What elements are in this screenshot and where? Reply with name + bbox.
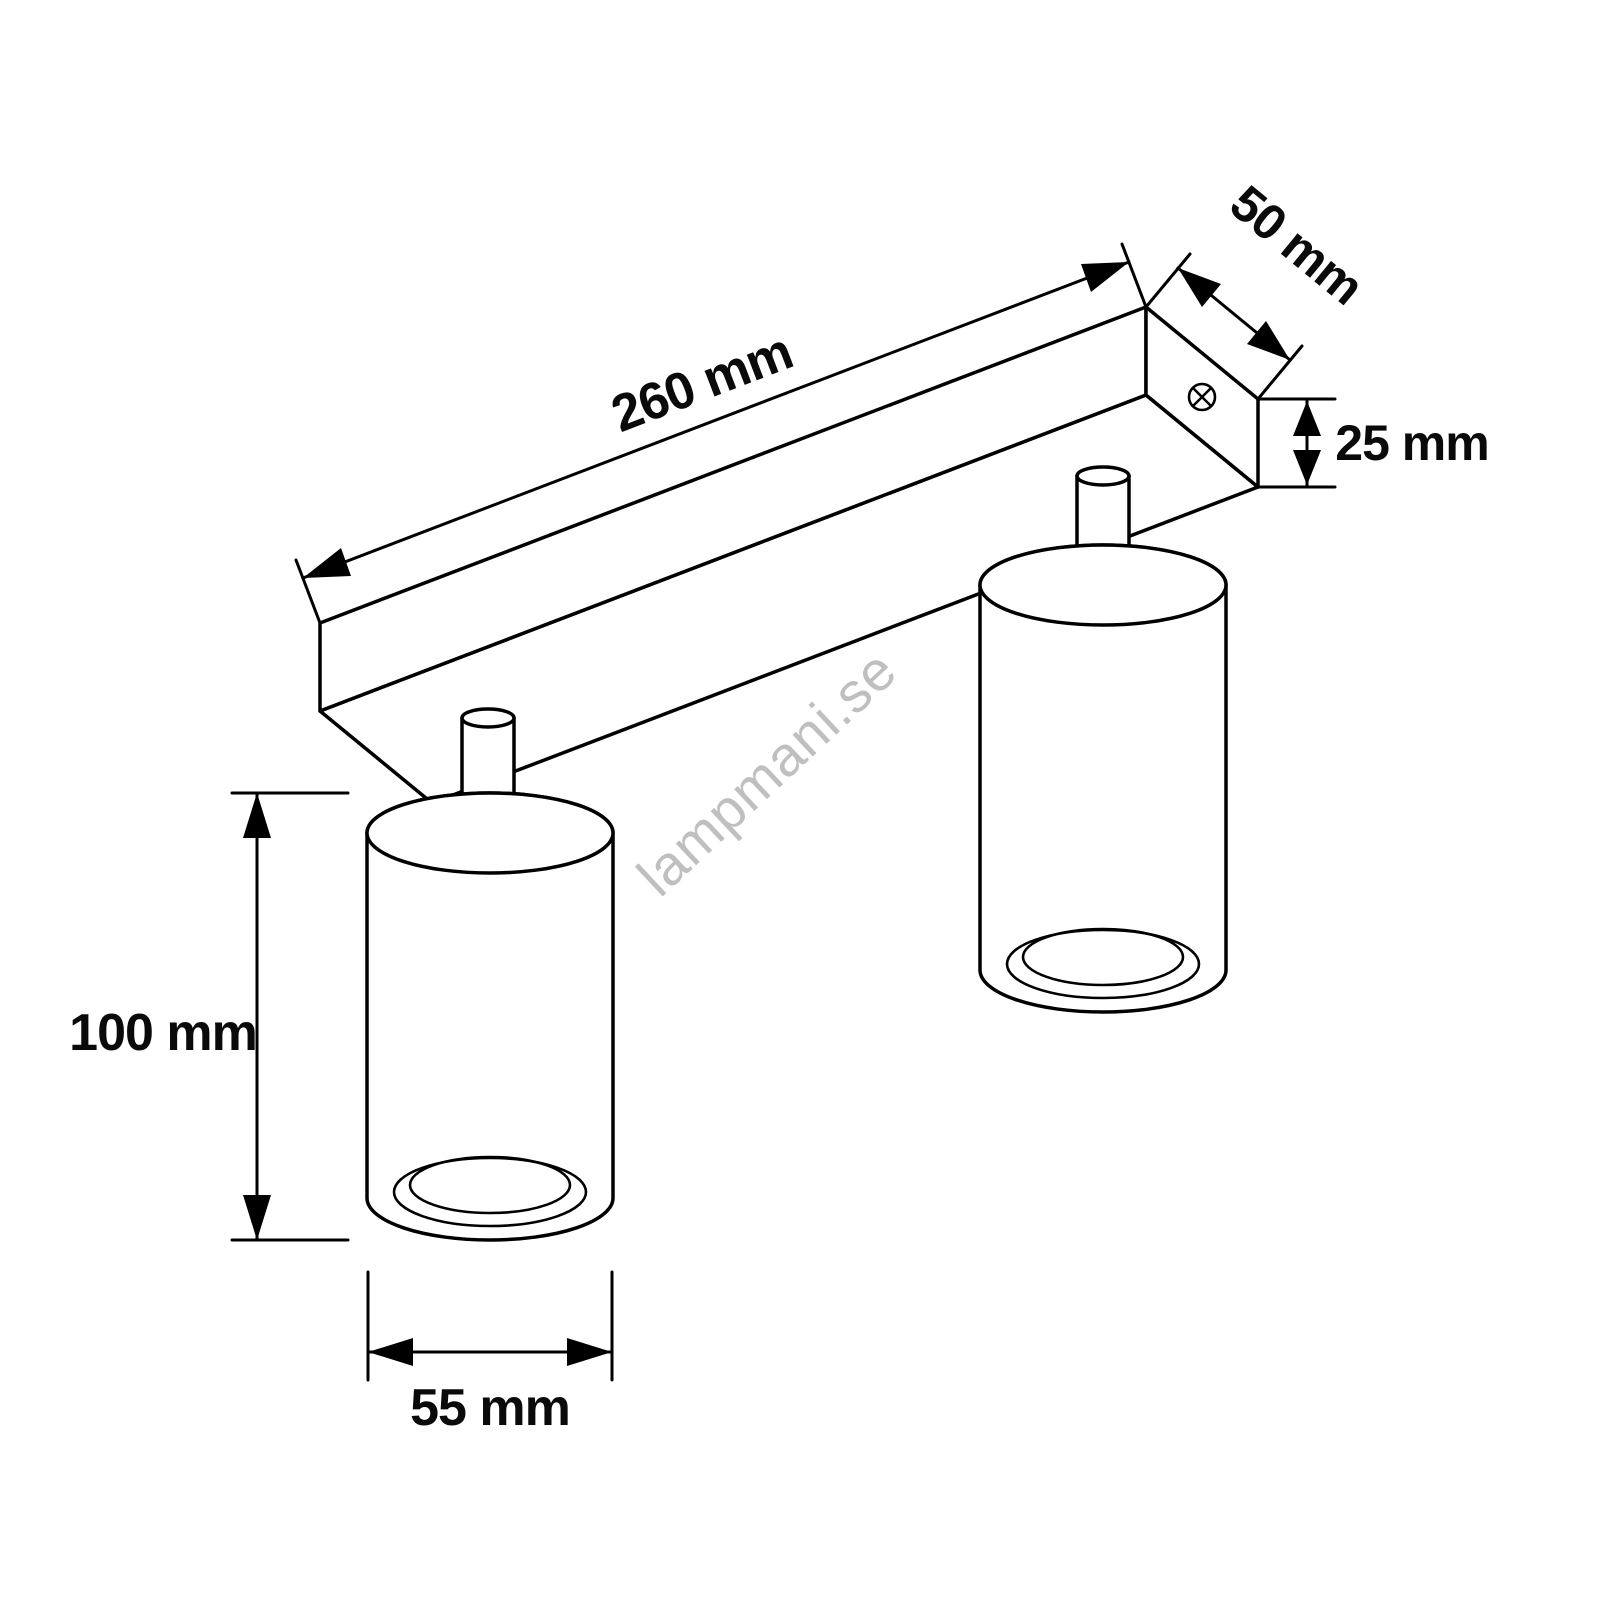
bar-depth-label: 50 mm xyxy=(1220,174,1374,315)
arrowhead xyxy=(1293,401,1321,436)
arrowhead xyxy=(1178,268,1221,307)
arrowhead xyxy=(1293,450,1321,485)
spot-diameter-label: 55 mm xyxy=(410,1379,570,1437)
dimension-spot-height: 100 mm xyxy=(69,791,350,1242)
arrowhead xyxy=(243,1195,271,1240)
screw-icon xyxy=(1187,382,1217,412)
left-spot-body xyxy=(365,791,615,1242)
arrowhead xyxy=(1081,262,1129,292)
arrowhead xyxy=(303,548,351,578)
right-spot-lens xyxy=(1021,927,1185,987)
right-spotlight xyxy=(978,465,1228,1014)
arrowhead xyxy=(1247,321,1290,360)
arrowhead xyxy=(567,1338,612,1366)
arrowhead xyxy=(243,793,271,838)
dimension-bar-height: 25 mm xyxy=(1256,397,1490,489)
dimension-spot-diameter: 55 mm xyxy=(366,1270,614,1437)
right-spot-body xyxy=(978,543,1228,1014)
left-spot-lens xyxy=(408,1155,572,1215)
bar-height-label: 25 mm xyxy=(1335,415,1488,471)
arrowhead xyxy=(368,1338,413,1366)
left-spotlight xyxy=(365,707,615,1242)
spot-height-label: 100 mm xyxy=(69,1004,257,1062)
left-spot-stem xyxy=(460,707,516,808)
